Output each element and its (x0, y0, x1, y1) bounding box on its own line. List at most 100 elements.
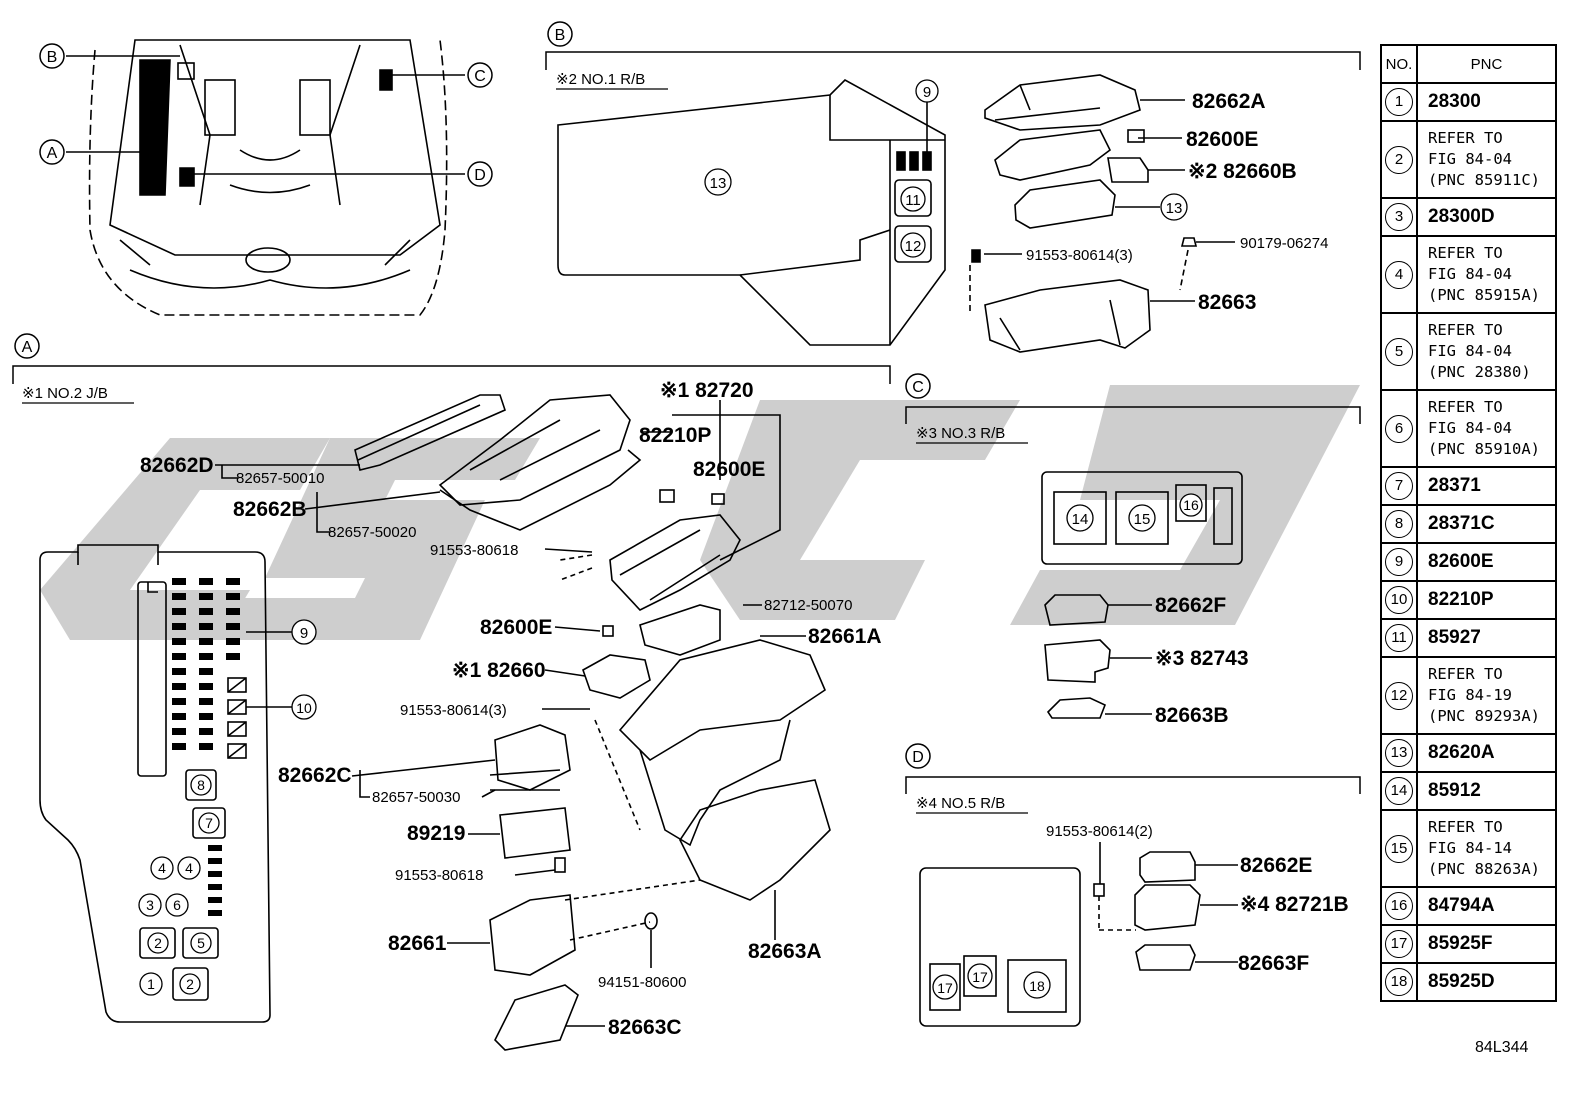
svg-text:※3 NO.3 R/B: ※3 NO.3 R/B (916, 425, 1005, 442)
svg-text:2: 2 (154, 935, 162, 951)
part-label-a-82210P: 82210P (639, 424, 711, 447)
svg-text:11: 11 (905, 192, 921, 209)
callout-b-13: 13 (1160, 193, 1188, 221)
callout-b-11: 11 (900, 186, 926, 212)
svg-text:9: 9 (923, 84, 931, 101)
row-number: 9 (1385, 548, 1413, 576)
svg-text:18: 18 (1029, 978, 1045, 994)
row-number: 15 (1385, 834, 1413, 863)
section-a-header: A ※1 NO.2 J/B (12, 333, 891, 404)
row-pnc: 28300 (1428, 91, 1481, 112)
part-label-a-91553-80614: 91553-80614(3) (400, 702, 507, 719)
svg-text:※4 NO.5 R/B: ※4 NO.5 R/B (916, 795, 1005, 812)
table-row: 12 REFER TO FIG 84-19 (PNC 89293A) (1380, 656, 1557, 735)
callout-d-18: 18 (1023, 971, 1051, 999)
callout-a-8: 8 (190, 774, 212, 796)
table-row: 15 REFER TO FIG 84-14 (PNC 88263A) (1380, 809, 1557, 888)
svg-text:15: 15 (1134, 511, 1151, 528)
callout-c-14: 14 (1066, 504, 1094, 532)
part-label-a-82600E-mid: 82600E (480, 616, 552, 639)
svg-text:※2 NO.1 R/B: ※2 NO.1 R/B (556, 71, 645, 88)
svg-text:D: D (474, 167, 486, 184)
part-label-a-82657-50020: 82657-50020 (328, 524, 416, 541)
svg-text:※1 NO.2 J/B: ※1 NO.2 J/B (22, 385, 108, 402)
callout-b-13-block: 13 (704, 168, 732, 196)
overview-callout-C: C (467, 62, 493, 88)
callout-a-3: 3 (138, 893, 162, 917)
part-label-c-82663B: 82663B (1155, 704, 1229, 727)
part-label-a-82663A: 82663A (748, 940, 822, 963)
row-pnc: 85925F (1428, 933, 1493, 954)
svg-text:17: 17 (972, 969, 988, 985)
svg-text:6: 6 (173, 897, 181, 913)
row-pnc: REFER TO FIG 84-04 (PNC 85910A) (1428, 398, 1540, 458)
part-label-d-91553-80614: 91553-80614(2) (1046, 823, 1153, 840)
part-label-a-91553-80618-top: 91553-80618 (430, 542, 518, 559)
svg-text:C: C (474, 68, 486, 85)
row-pnc: 85912 (1428, 780, 1481, 801)
svg-text:A: A (22, 339, 33, 356)
row-number: 18 (1385, 968, 1413, 996)
part-label-d-82721B: ※4 82721B (1240, 893, 1349, 916)
row-number: 13 (1385, 739, 1413, 767)
part-label-a-82662B: 82662B (233, 498, 307, 521)
row-number: 3 (1385, 203, 1413, 231)
part-label-a-82712-50070: 82712-50070 (764, 597, 852, 614)
section-c-header: C ※3 NO.3 R/B (905, 373, 1361, 444)
row-number: 10 (1385, 586, 1413, 614)
table-row: 9 82600E (1380, 542, 1557, 582)
row-pnc: REFER TO FIG 84-04 (PNC 28380) (1428, 321, 1531, 381)
row-pnc: 85925D (1428, 971, 1495, 992)
row-pnc: 82600E (1428, 551, 1494, 572)
callout-a-4b: 4 (177, 856, 201, 880)
svg-text:A: A (47, 145, 58, 162)
callout-a-7: 7 (198, 812, 220, 834)
part-label-a-82662D: 82662D (140, 454, 214, 477)
part-label-a-82600E-top: 82600E (693, 458, 765, 481)
row-pnc: 82210P (1428, 589, 1494, 610)
row-number: 5 (1385, 337, 1413, 366)
row-number: 7 (1385, 472, 1413, 500)
figure-number: 84L344 (1475, 1039, 1529, 1056)
row-number: 4 (1385, 260, 1413, 289)
svg-text:14: 14 (1072, 511, 1089, 528)
row-number: 12 (1385, 681, 1413, 710)
section-d-parts (919, 842, 1238, 1027)
row-pnc: 28300D (1428, 206, 1495, 227)
part-label-c-82743: ※3 82743 (1155, 647, 1249, 670)
part-label-a-82657-50030: 82657-50030 (372, 789, 460, 806)
callout-d-17a: 17 (932, 974, 958, 1000)
svg-text:9: 9 (300, 625, 308, 642)
part-label-a-94151-80600: 94151-80600 (598, 974, 686, 991)
row-pnc: REFER TO FIG 84-04 (PNC 85911C) (1428, 129, 1540, 189)
callout-a-6: 6 (165, 893, 189, 917)
callout-b-12: 12 (900, 232, 926, 258)
svg-text:17: 17 (937, 980, 953, 996)
section-a-exploded-parts (215, 394, 831, 1051)
svg-text:4: 4 (185, 860, 193, 876)
svg-text:2: 2 (186, 976, 194, 992)
part-label-b-82660B: ※2 82660B (1188, 160, 1297, 183)
row-pnc: REFER TO FIG 84-19 (PNC 89293A) (1428, 665, 1540, 725)
overview-callout-B: B (39, 43, 65, 69)
svg-text:10: 10 (296, 700, 312, 716)
row-pnc: 28371C (1428, 513, 1495, 534)
part-label-c-82662F: 82662F (1155, 594, 1226, 617)
table-row: 5 REFER TO FIG 84-04 (PNC 28380) (1380, 312, 1557, 391)
row-pnc: REFER TO FIG 84-14 (PNC 88263A) (1428, 818, 1540, 878)
callout-a-1: 1 (139, 972, 163, 996)
svg-text:C: C (912, 379, 924, 396)
part-label-a-82657-50010: 82657-50010 (236, 470, 324, 487)
part-label-b-82662A: 82662A (1192, 90, 1266, 113)
overview-callout-D: D (467, 161, 493, 187)
part-label-a-89219: 89219 (407, 822, 465, 845)
table-row: 3 28300D (1380, 197, 1557, 237)
